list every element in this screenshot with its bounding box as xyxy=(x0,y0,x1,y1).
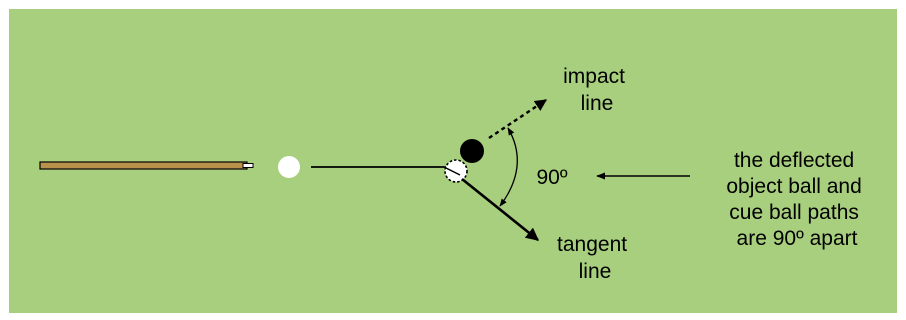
angle-arc xyxy=(499,127,518,207)
tangent-line-label: tangent line xyxy=(557,233,633,283)
cue-shaft xyxy=(39,161,248,170)
impact-line-label: impact line xyxy=(563,65,631,115)
note-label-1: the deflected xyxy=(734,149,854,172)
cue-tip xyxy=(242,163,254,168)
impact-line-arrow xyxy=(488,99,547,139)
tangent-line-label-1: tangent xyxy=(557,233,627,256)
impact-line-label-2: line xyxy=(581,92,614,115)
tangent-line-label-2: line xyxy=(579,260,612,283)
cue-ball xyxy=(278,156,300,178)
note-label: the deflected object ball and cue ball p… xyxy=(726,149,867,250)
impact-line-label-1: impact xyxy=(563,65,625,88)
cue-stick xyxy=(39,161,254,170)
angle-label: 90º xyxy=(536,166,567,189)
contact-marker xyxy=(445,167,461,176)
ghost-cue-ball xyxy=(444,159,468,183)
note-label-4: are 90º apart xyxy=(737,227,858,250)
note-label-2: object ball and xyxy=(726,175,861,198)
note-label-3: cue ball paths xyxy=(729,201,859,224)
object-ball xyxy=(460,139,484,163)
tangent-line-arrow xyxy=(461,177,540,242)
